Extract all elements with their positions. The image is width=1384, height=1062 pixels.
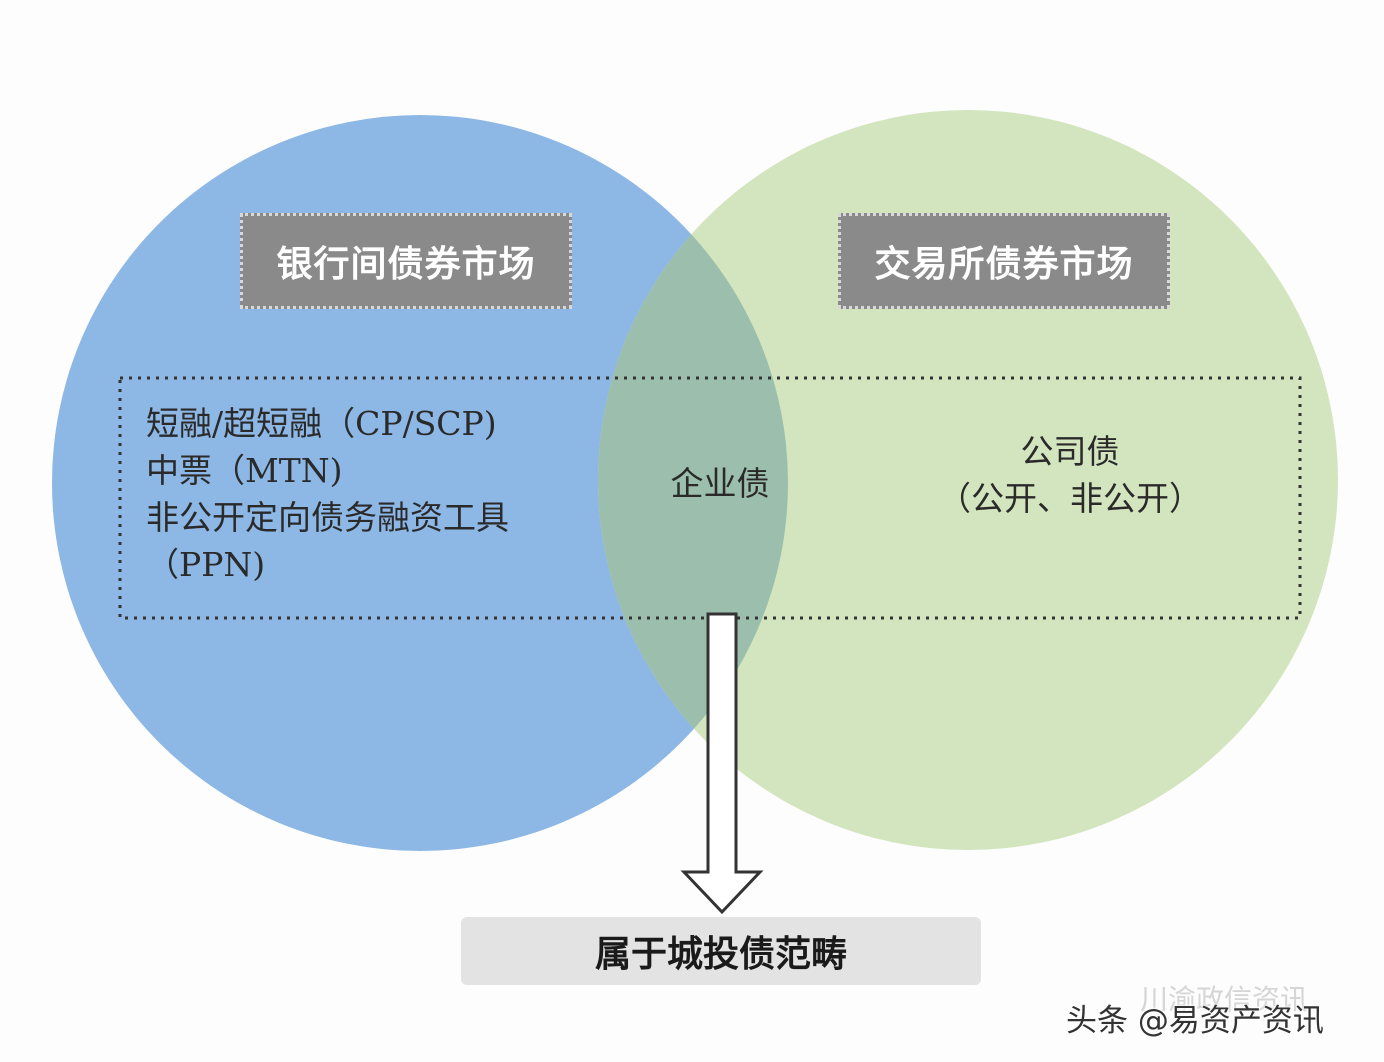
list-item: 中票（MTN) [146, 451, 343, 490]
exchange-market-label: 交易所债券市场 [838, 213, 1170, 309]
exchange-products-list: 公司债 （公开、非公开） [905, 428, 1235, 522]
watermark: 头条 @易资产资讯 [1066, 1003, 1324, 1039]
interbank-market-circle [52, 115, 788, 851]
down-arrow [680, 612, 764, 915]
list-item: 非公开定向债务融资工具 [146, 498, 509, 537]
enterprise-bond-label: 企业债 [670, 464, 770, 503]
interbank-products-list: 短融/超短融（CP/SCP) 中票（MTN) 非公开定向债务融资工具 （PPN) [146, 400, 509, 588]
result-label: 属于城投债范畴 [461, 917, 981, 985]
watermark-faint: 川渝政信资讯 [1140, 983, 1309, 1016]
list-item: （PPN) [146, 545, 266, 584]
list-item: （公开、非公开） [938, 479, 1202, 518]
interbank-market-label: 银行间债券市场 [240, 213, 572, 309]
list-item: 短融/超短融（CP/SCP) [146, 404, 497, 443]
list-item: 公司债 [1020, 432, 1120, 471]
